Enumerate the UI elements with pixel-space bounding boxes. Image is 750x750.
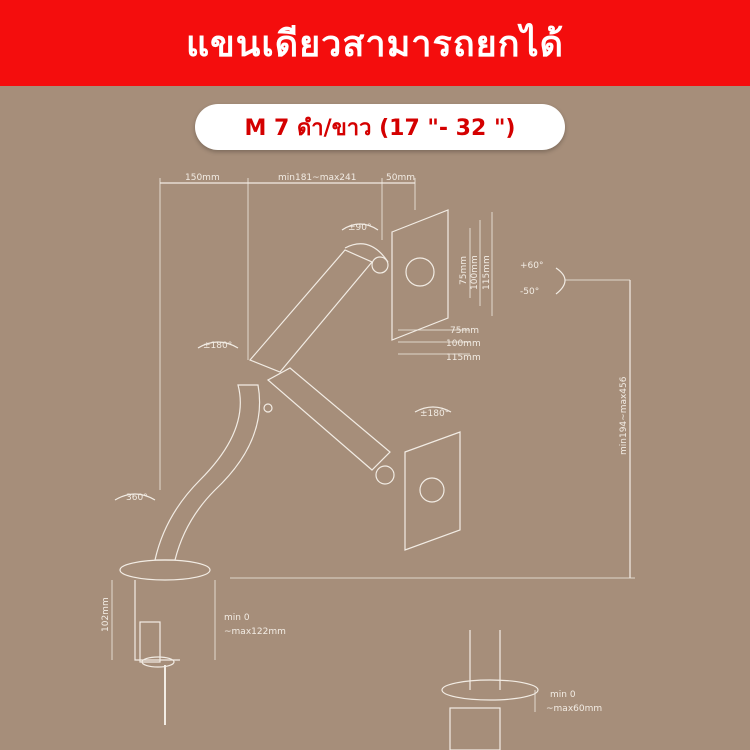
dim-vesa-115-h: 115mm <box>446 353 481 363</box>
dim-top-right: 50mm <box>386 173 415 183</box>
arm-drawing <box>111 178 635 750</box>
dim-swivel-360: 360° <box>126 493 148 503</box>
dimension-labels: 150mm min181~max241 50mm ±90° ±180° 360°… <box>101 173 629 714</box>
dim-top-mid: min181~max241 <box>278 173 356 183</box>
dim-top-left: 150mm <box>185 173 220 183</box>
rotate-90-arc <box>341 223 379 231</box>
dim-rotate-90: ±90° <box>348 223 372 233</box>
dim-rotate-180-upper: ±180° <box>203 341 232 351</box>
model-pill: M 7 ดำ/ขาว (17 "- 32 ") <box>195 104 565 150</box>
support-pole <box>154 384 261 561</box>
swivel-360-arc <box>114 493 156 501</box>
clamp-pad <box>141 656 175 668</box>
pole-screw <box>263 403 273 413</box>
dim-clamp-height: 102mm <box>101 597 111 632</box>
rotate-180-lower-arc <box>414 406 452 413</box>
dim-grommet-min: min 0 <box>550 690 576 700</box>
clamp-plate <box>139 621 161 663</box>
upper-arm <box>248 249 373 373</box>
dim-clamp-max: ~max122mm <box>224 627 286 637</box>
dim-vesa-115-v: 115mm <box>482 255 492 290</box>
upper-arm-joint <box>344 243 389 263</box>
lower-vesa-plate <box>404 431 461 551</box>
title-banner: แขนเดียวสามารถยกได้ <box>0 0 750 86</box>
dim-tilt-down: -50° <box>520 287 539 297</box>
dim-vesa-100-h: 100mm <box>446 339 481 349</box>
grommet-base <box>441 679 539 701</box>
dim-vesa-75-h: 75mm <box>450 326 479 336</box>
lower-vesa-hub <box>419 477 445 503</box>
dim-vesa-75-v: 75mm <box>459 256 469 285</box>
lower-tilt-knob <box>375 465 395 485</box>
lower-arm <box>266 367 391 471</box>
banner-title: แขนเดียวสามารถยกได้ <box>185 23 565 65</box>
upper-tilt-knob <box>371 256 389 274</box>
dim-tilt-up: +60° <box>520 261 544 271</box>
upper-vesa-hub <box>405 257 435 287</box>
upper-vesa-plate <box>391 209 449 341</box>
desk-base <box>119 559 211 581</box>
model-label: M 7 ดำ/ขาว (17 "- 32 ") <box>244 115 516 141</box>
dim-height-range: min194~max456 <box>619 376 629 455</box>
rotate-180-upper-arc <box>197 341 239 349</box>
tilt-arc <box>555 267 566 295</box>
dim-grommet-max: ~max60mm <box>546 704 602 714</box>
grommet-bracket <box>449 707 501 750</box>
dim-clamp-min: min 0 <box>224 613 250 623</box>
clamp-body <box>134 580 180 661</box>
dim-vesa-100-v: 100mm <box>470 255 480 290</box>
dim-rotate-180-lower: ±180° <box>420 409 449 419</box>
